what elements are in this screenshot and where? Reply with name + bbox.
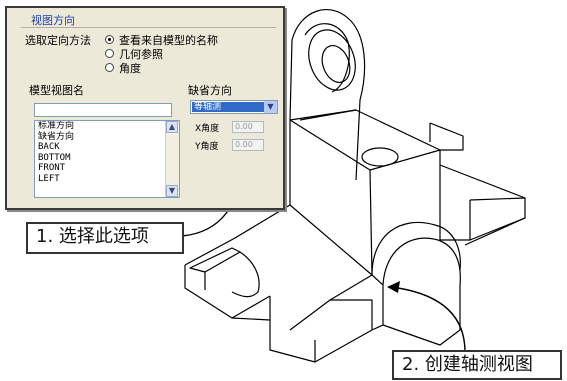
chevron-down-icon[interactable]: ▼ (264, 101, 277, 113)
group-title: 视图方向 (31, 14, 75, 27)
list-item[interactable]: BOTTOM (38, 152, 71, 163)
model-view-name-label: 模型视图名 (29, 84, 84, 97)
list-item[interactable]: 缺省方向 (38, 131, 75, 142)
y-angle-label: Y角度 (195, 142, 219, 152)
orientation-method-label: 选取定向方法 (25, 34, 91, 47)
scroll-down-icon[interactable]: ▼ (166, 185, 178, 197)
radio-model-name[interactable] (105, 35, 114, 44)
radio-angle-label[interactable]: 角度 (119, 62, 141, 75)
radio-model-name-label[interactable]: 查看来自模型的名称 (119, 34, 218, 47)
radio-geometry-ref[interactable] (105, 49, 114, 58)
radio-geometry-ref-label[interactable]: 几何参照 (119, 48, 163, 61)
callout-create-iso-view: 2. 创建轴测视图 (392, 350, 562, 380)
list-item[interactable]: 标准方向 (38, 121, 75, 131)
view-orientation-dialog: 视图方向 选取定向方法 查看来自模型的名称 几何参照 角度 模型视图名 标准方向… (5, 6, 285, 210)
view-names-list[interactable]: 标准方向 缺省方向 BACK BOTTOM FRONT LEFT ▲ ▼ (34, 120, 180, 198)
scroll-up-icon[interactable]: ▲ (166, 121, 178, 133)
list-scrollbar[interactable]: ▲ ▼ (165, 121, 179, 197)
list-item[interactable]: FRONT (38, 163, 66, 173)
radio-angle[interactable] (105, 63, 114, 72)
model-view-name-input[interactable] (34, 103, 172, 117)
x-angle-label: X角度 (195, 124, 220, 134)
y-angle-input[interactable]: 0.00 (232, 139, 264, 151)
default-direction-select[interactable]: 等轴测 ▼ (190, 100, 278, 114)
list-item[interactable]: LEFT (38, 173, 60, 184)
group-divider (21, 27, 276, 28)
default-direction-value[interactable]: 等轴测 (192, 102, 264, 112)
default-direction-label: 缺省方向 (188, 84, 232, 97)
list-item[interactable]: BACK (38, 142, 60, 152)
x-angle-input[interactable]: 0.00 (232, 121, 264, 133)
callout-select-option: 1. 选择此选项 (26, 222, 184, 254)
